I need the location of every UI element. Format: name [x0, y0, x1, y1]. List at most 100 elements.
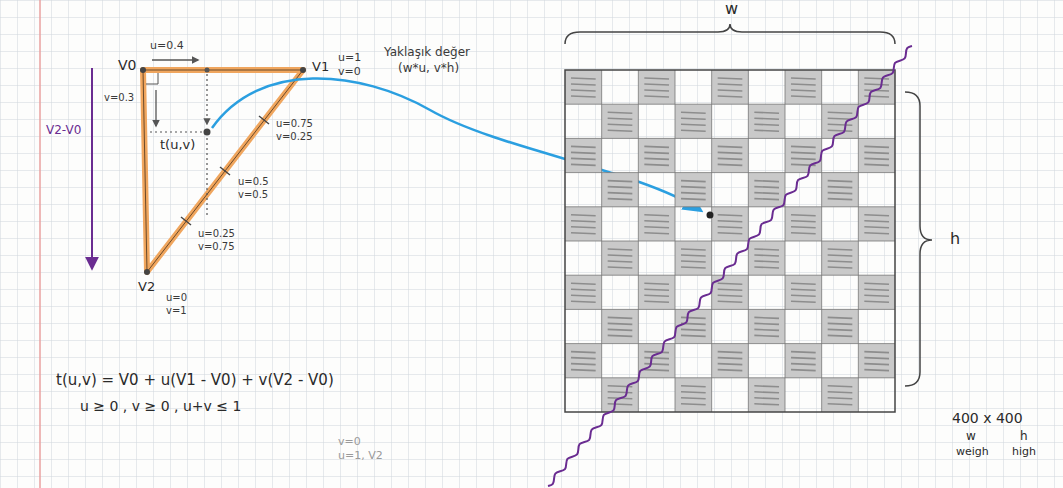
shaded-cell: [565, 344, 602, 378]
pencil-scribble: [681, 124, 706, 125]
shaded-cell: [858, 275, 895, 309]
shaded-cell: [602, 104, 639, 138]
pencil-scribble: [791, 96, 816, 97]
pencil-scribble: [608, 404, 633, 405]
pencil-scribble: [718, 215, 743, 216]
dotted-guide: [150, 131, 204, 132]
pencil-scribble: [644, 283, 669, 284]
shaded-cell: [748, 309, 785, 343]
pencil-scribble: [754, 112, 779, 113]
parameter-value: v=0.75: [198, 241, 235, 253]
pencil-scribble: [681, 404, 706, 405]
pencil-scribble: [864, 221, 889, 222]
pencil-scribble: [571, 295, 596, 296]
vertex-dot: [144, 269, 150, 275]
pencil-scribble: [754, 181, 779, 182]
parameter-value: v=0.3: [104, 92, 134, 104]
pencil-scribble: [828, 267, 853, 268]
pencil-scribble: [571, 96, 596, 97]
triangle: [143, 70, 303, 272]
pencil-scribble: [644, 227, 669, 228]
shaded-cell: [858, 207, 895, 241]
shaded-cell: [565, 70, 602, 104]
pencil-scribble: [644, 215, 669, 216]
pencil-scribble: [791, 158, 816, 159]
shaded-cell: [602, 309, 639, 343]
dimension-label: w: [725, 0, 738, 18]
pencil-scribble: [571, 289, 596, 290]
sample-point: [204, 129, 211, 136]
pencil-scribble: [828, 404, 853, 405]
pencil-scribble: [718, 233, 743, 234]
vector-label: V2-V0: [46, 124, 81, 138]
pencil-scribble: [718, 295, 743, 296]
cell-line: [565, 275, 895, 276]
mapping-note: (w*u, v*h): [398, 62, 459, 76]
shaded-cell: [675, 378, 712, 412]
shaded-cell: [748, 173, 785, 207]
shaded-cell: [748, 241, 785, 275]
parameter-value: v=1: [166, 305, 187, 317]
shaded-cell: [602, 241, 639, 275]
u-arrow: [152, 59, 198, 60]
size-note: weigh: [956, 446, 989, 459]
pencil-scribble: [681, 255, 706, 256]
texel-point: [707, 212, 714, 219]
shaded-cell: [785, 138, 822, 172]
pencil-scribble: [681, 130, 706, 131]
pencil-scribble: [754, 249, 779, 250]
pencil-scribble: [718, 96, 743, 97]
pencil-scribble: [681, 199, 706, 200]
cell-line: [565, 206, 895, 207]
pencil-scribble: [791, 233, 816, 234]
pencil-scribble: [754, 386, 779, 387]
pencil-scribble: [644, 295, 669, 296]
pencil-scribble: [718, 283, 743, 284]
pencil-scribble: [791, 78, 816, 79]
pencil-scribble: [791, 301, 816, 302]
pencil-scribble: [791, 289, 816, 290]
shaded-cell: [638, 70, 675, 104]
pencil-scribble: [828, 249, 853, 250]
vertex-dot: [300, 67, 306, 73]
margin-line: [39, 0, 41, 488]
pencil-scribble: [644, 370, 669, 371]
pencil-scribble: [681, 386, 706, 387]
pencil-scribble: [791, 283, 816, 284]
cell-line: [565, 241, 895, 242]
parameter-value: v=0.5: [238, 189, 268, 201]
parameter-value: u=0.25: [198, 228, 235, 240]
pencil-scribble: [754, 335, 779, 336]
vertex-name: V0: [118, 57, 136, 73]
pencil-scribble: [754, 404, 779, 405]
pencil-scribble: [864, 352, 889, 353]
shaded-cell: [712, 344, 749, 378]
pencil-scribble: [644, 96, 669, 97]
cell-line: [565, 138, 895, 139]
pencil-scribble: [718, 301, 743, 302]
pencil-scribble: [791, 227, 816, 228]
shaded-cell: [785, 207, 822, 241]
pencil-scribble: [571, 283, 596, 284]
pencil-scribble: [571, 146, 596, 147]
size-note: w: [966, 430, 976, 444]
pencil-scribble: [608, 187, 633, 188]
pencil-scribble: [828, 386, 853, 387]
pencil-scribble: [828, 329, 853, 330]
v-arrow: [155, 90, 156, 126]
cell-line: [565, 343, 895, 344]
pencil-scribble: [681, 249, 706, 250]
pencil-scribble: [608, 335, 633, 336]
pencil-scribble: [718, 370, 743, 371]
pencil-scribble: [791, 364, 816, 365]
pencil-scribble: [681, 392, 706, 393]
dimension-label: h: [950, 230, 960, 248]
pencil-scribble: [681, 187, 706, 188]
pencil-scribble: [571, 364, 596, 365]
pencil-scribble: [608, 193, 633, 194]
shaded-cell: [822, 378, 859, 412]
pencil-scribble: [608, 317, 633, 318]
pencil-scribble: [754, 317, 779, 318]
shaded-cell: [675, 173, 712, 207]
pencil-scribble: [681, 335, 706, 336]
